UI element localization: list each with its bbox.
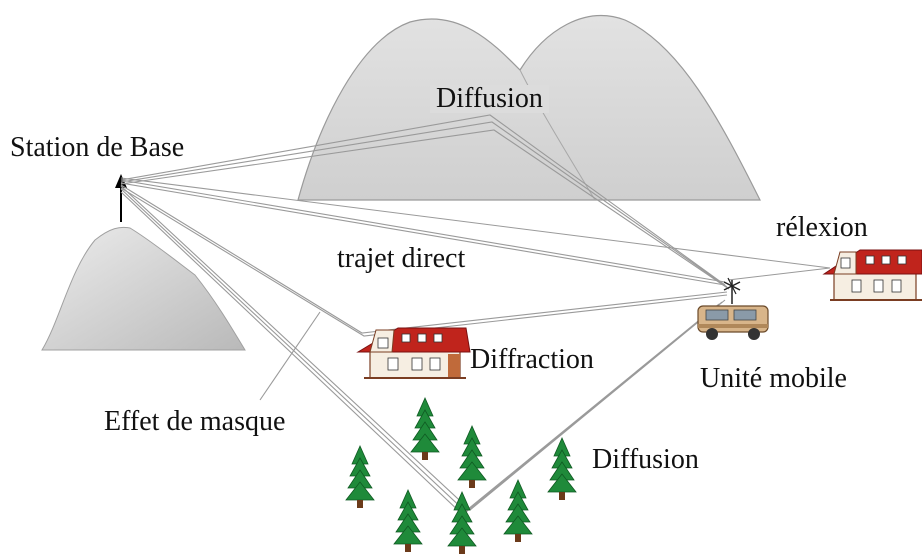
- tree-icon: [393, 489, 423, 552]
- house-icon: [356, 327, 471, 379]
- shadowing-label: Effet de masque: [104, 406, 286, 437]
- mountain-icon: [41, 226, 246, 351]
- reflection-label: rélexion: [776, 212, 868, 243]
- car-icon: [697, 277, 769, 340]
- tree-icon: [410, 397, 440, 460]
- diffusion-bottom-label: Diffusion: [592, 444, 699, 475]
- base-station-label: Station de Base: [10, 132, 185, 163]
- tree-icon: [503, 479, 533, 542]
- trees-group: [345, 397, 577, 554]
- direct-path-label: trajet direct: [337, 243, 466, 274]
- tree-icon: [547, 437, 577, 500]
- diffraction-label: Diffraction: [470, 344, 594, 375]
- diffusion-top-label: Diffusion: [430, 85, 549, 113]
- mobile-unit-label: Unité mobile: [700, 363, 847, 394]
- house-icon: [822, 249, 922, 301]
- tree-icon: [447, 491, 477, 554]
- tree-icon: [457, 425, 487, 488]
- tree-icon: [345, 445, 375, 508]
